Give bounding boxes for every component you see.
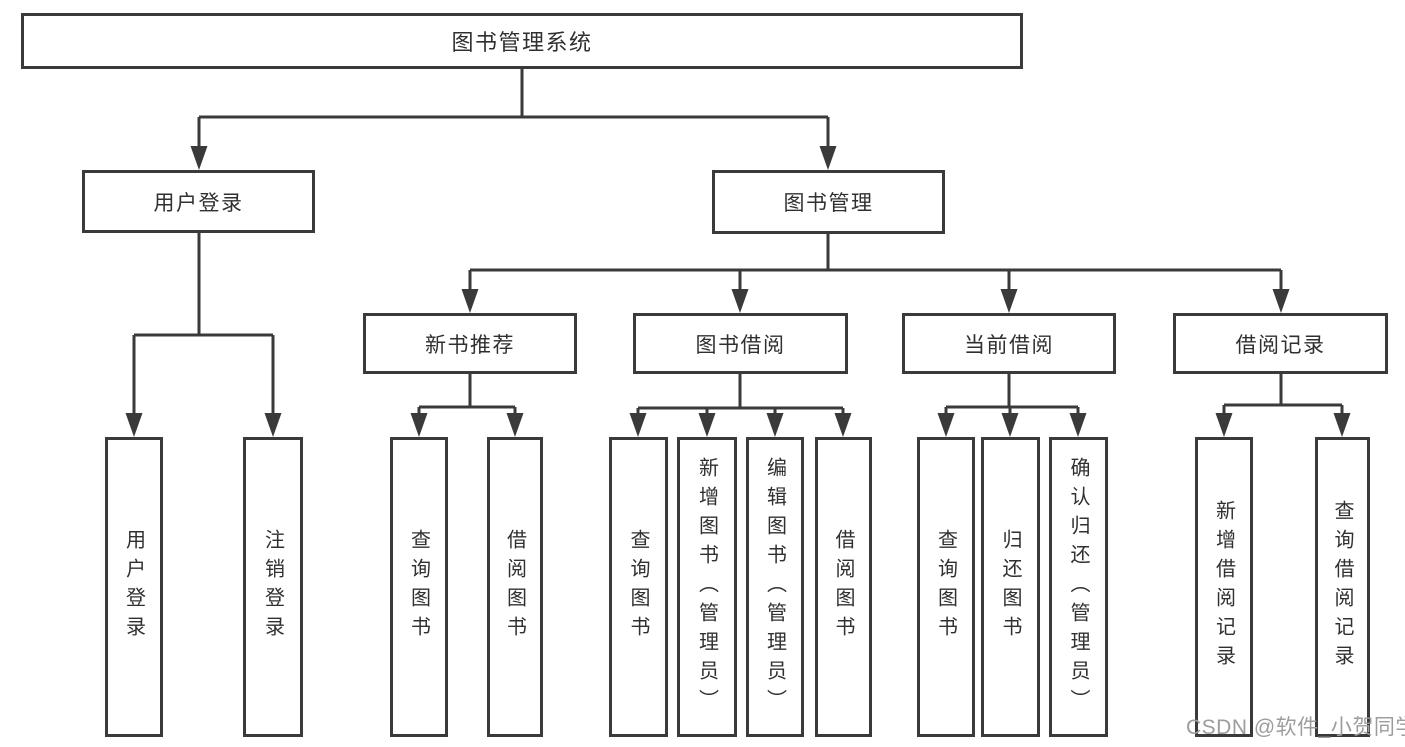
leaf-add-book-admin: 新增图书（管理员）: [677, 437, 737, 737]
leaf-query-borrow-record: 查询借阅记录: [1315, 437, 1370, 737]
leaf-logout: 注销登录: [243, 437, 303, 737]
leaf-current-query-book: 查询图书: [917, 437, 975, 737]
leaf-edit-book-admin: 编辑图书（管理员）: [746, 437, 804, 737]
leaf-user-login: 用户登录: [105, 437, 163, 737]
arrowheads: [125, 146, 1351, 437]
leaf-return-book: 归还图书: [981, 437, 1040, 737]
node-book-borrow: 图书借阅: [633, 313, 848, 374]
node-user-login: 用户登录: [82, 170, 315, 233]
node-borrow-records: 借阅记录: [1173, 313, 1388, 374]
leaf-borrow-book: 借阅图书: [815, 437, 872, 737]
leaf-add-borrow-record: 新增借阅记录: [1195, 437, 1253, 737]
node-library-management-system: 图书管理系统: [21, 13, 1023, 69]
node-current-borrow: 当前借阅: [902, 313, 1116, 374]
leaf-borrow-query-book: 查询图书: [609, 437, 668, 737]
leaf-recommend-borrow-book: 借阅图书: [487, 437, 543, 737]
node-book-management: 图书管理: [712, 170, 945, 234]
leaf-confirm-return-admin: 确认归还（管理员）: [1049, 437, 1108, 737]
leaf-recommend-query-book: 查询图书: [390, 437, 448, 737]
node-new-book-recommend: 新书推荐: [363, 313, 577, 374]
